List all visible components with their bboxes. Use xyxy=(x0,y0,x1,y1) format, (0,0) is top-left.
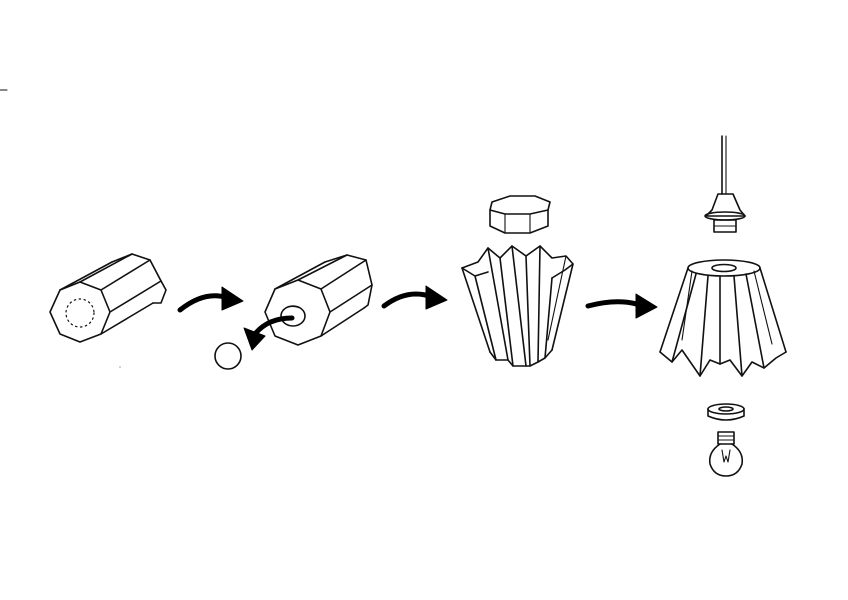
lamp-shade xyxy=(659,259,787,377)
lamp-holder-top xyxy=(704,193,746,233)
ring-nut xyxy=(707,403,745,421)
octagonal-cap xyxy=(489,195,551,234)
arrow-remove-core xyxy=(252,315,295,337)
arrow-2 xyxy=(381,285,448,310)
arrow-1 xyxy=(177,286,244,313)
step-3-folded-shade xyxy=(461,195,574,367)
block-end-face xyxy=(49,281,111,343)
arrow-3 xyxy=(585,293,658,319)
light-bulb xyxy=(708,431,744,477)
dotted-cut-circle xyxy=(65,298,95,328)
step-4-pendant-lamp xyxy=(659,135,787,477)
step-1-octagonal-block xyxy=(49,253,167,343)
removed-core-ball xyxy=(214,342,242,370)
step-2-hollowed-block xyxy=(214,254,373,370)
